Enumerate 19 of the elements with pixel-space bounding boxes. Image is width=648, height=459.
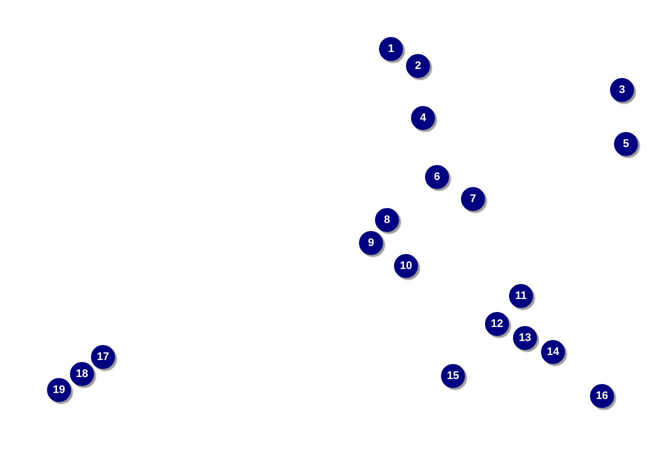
numbered-marker: 7: [461, 187, 485, 211]
numbered-marker: 18: [70, 362, 94, 386]
numbered-marker: 2: [406, 54, 430, 78]
numbered-marker: 11: [509, 284, 533, 308]
numbered-marker: 10: [394, 254, 418, 278]
numbered-marker: 9: [359, 231, 383, 255]
numbered-marker: 4: [411, 106, 435, 130]
numbered-marker: 19: [47, 378, 71, 402]
numbered-marker: 5: [614, 132, 638, 156]
numbered-marker: 17: [91, 345, 115, 369]
numbered-marker: 14: [541, 340, 565, 364]
numbered-marker: 16: [590, 384, 614, 408]
numbered-marker: 3: [610, 78, 634, 102]
numbered-marker: 13: [513, 326, 537, 350]
numbered-marker: 6: [425, 165, 449, 189]
numbered-marker: 12: [485, 312, 509, 336]
numbered-marker: 1: [379, 37, 403, 61]
numbered-marker: 15: [441, 364, 465, 388]
numbered-marker: 8: [375, 208, 399, 232]
